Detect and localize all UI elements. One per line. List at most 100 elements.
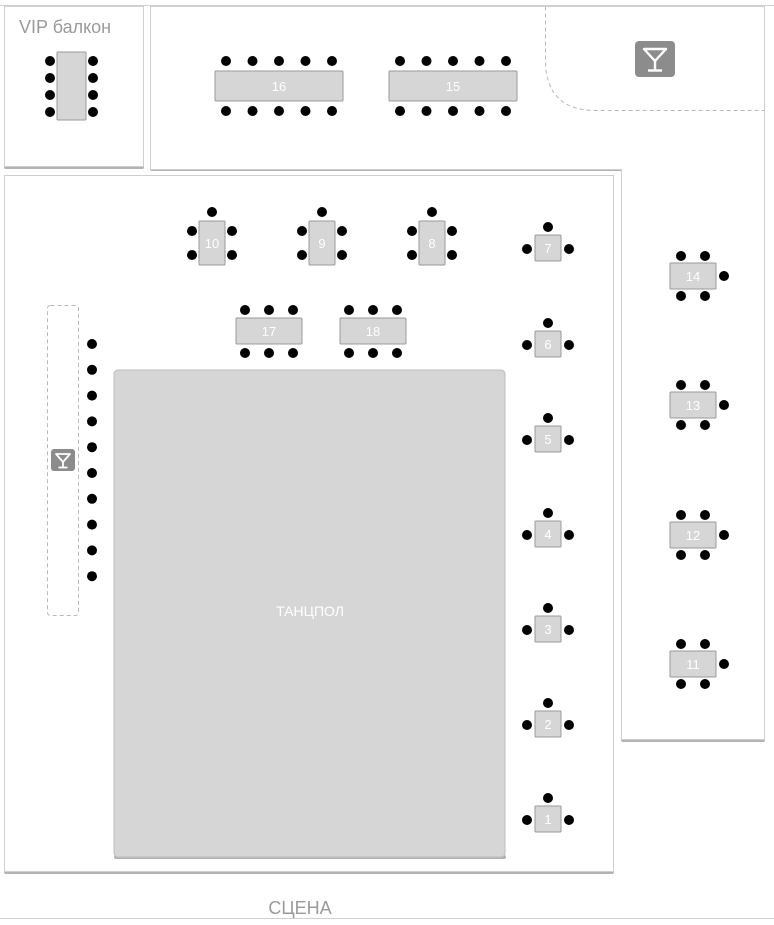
table-6[interactable]: 6 [522,318,574,358]
table-15[interactable]: 15 [388,56,518,116]
seat[interactable] [700,380,710,390]
bar-stool[interactable] [87,545,97,556]
seat[interactable] [700,679,710,689]
seat[interactable] [317,207,327,217]
seat[interactable] [327,56,337,66]
seat[interactable] [676,639,686,649]
seat[interactable] [522,435,532,445]
table-5[interactable]: 5 [522,413,574,453]
seat[interactable] [264,348,274,358]
table-top[interactable] [56,51,87,121]
seat[interactable] [368,348,378,358]
seat[interactable] [700,420,710,430]
seat[interactable] [337,226,347,236]
seat[interactable] [240,348,250,358]
seat[interactable] [240,305,250,315]
seat[interactable] [344,305,354,315]
table-12[interactable]: 12 [669,510,729,560]
seat[interactable] [392,305,402,315]
seat[interactable] [395,56,405,66]
seat[interactable] [522,530,532,540]
seat[interactable] [207,207,217,217]
table-top[interactable] [669,262,717,290]
seat[interactable] [564,720,574,730]
seat[interactable] [45,107,55,117]
bar-stool[interactable] [87,416,97,427]
seat[interactable] [227,226,237,236]
seat[interactable] [522,815,532,825]
seat[interactable] [522,244,532,254]
seat[interactable] [501,106,511,116]
seat[interactable] [274,56,284,66]
table-top[interactable] [534,520,562,548]
seat[interactable] [676,510,686,520]
table-top[interactable] [534,805,562,833]
seat[interactable] [187,250,197,260]
seat[interactable] [297,226,307,236]
seat[interactable] [421,106,432,116]
seat[interactable] [421,56,432,66]
bar-stool[interactable] [87,493,97,504]
table-top[interactable] [534,615,562,643]
table-9[interactable]: 9 [297,207,347,266]
table-11[interactable]: 11 [669,639,729,689]
table-10[interactable]: 10 [187,207,237,266]
seat[interactable] [676,291,686,301]
seat[interactable] [264,305,274,315]
seat[interactable] [700,251,710,261]
seat[interactable] [327,106,337,116]
seat[interactable] [395,106,405,116]
seat[interactable] [88,107,98,117]
table-14[interactable]: 14 [669,251,729,301]
seat[interactable] [337,250,347,260]
table-top[interactable] [308,220,336,266]
seat[interactable] [221,56,231,66]
table-top[interactable] [669,391,717,419]
seat[interactable] [501,56,511,66]
seat[interactable] [297,250,307,260]
seat[interactable] [522,340,532,350]
seat[interactable] [564,815,574,825]
table-7[interactable]: 7 [522,222,574,262]
seat[interactable] [700,291,710,301]
table-top[interactable] [534,425,562,453]
seat[interactable] [700,510,710,520]
table-top[interactable] [235,317,303,345]
seat[interactable] [719,400,729,410]
table-1[interactable]: 1 [522,793,574,833]
seat[interactable] [676,420,686,430]
seat[interactable] [543,508,553,518]
seat[interactable] [676,550,686,560]
seat[interactable] [227,250,237,260]
table-8[interactable]: 8 [407,207,457,266]
seat[interactable] [427,207,437,217]
table-top[interactable] [339,317,407,345]
seat[interactable] [88,73,98,83]
seat[interactable] [676,251,686,261]
seat[interactable] [344,348,354,358]
bar-stool[interactable] [87,364,97,375]
seat[interactable] [700,639,710,649]
seat[interactable] [564,435,574,445]
seat[interactable] [447,250,457,260]
bar-stool[interactable] [87,442,97,453]
seat[interactable] [288,348,298,358]
seat[interactable] [448,56,458,66]
seat[interactable] [88,90,98,100]
seat[interactable] [676,380,686,390]
seat[interactable] [407,250,417,260]
seat[interactable] [45,56,55,66]
seat[interactable] [45,90,55,100]
table-top[interactable] [198,220,226,266]
bar-stool[interactable] [87,468,97,478]
seat[interactable] [187,226,197,236]
seat[interactable] [392,348,402,358]
seat[interactable] [300,56,311,66]
seat[interactable] [719,271,729,281]
seat[interactable] [676,679,686,689]
seat[interactable] [543,698,553,708]
bar-stool[interactable] [87,339,97,349]
table-top[interactable] [669,650,717,678]
seat[interactable] [522,720,532,730]
table-2[interactable]: 2 [522,698,574,738]
